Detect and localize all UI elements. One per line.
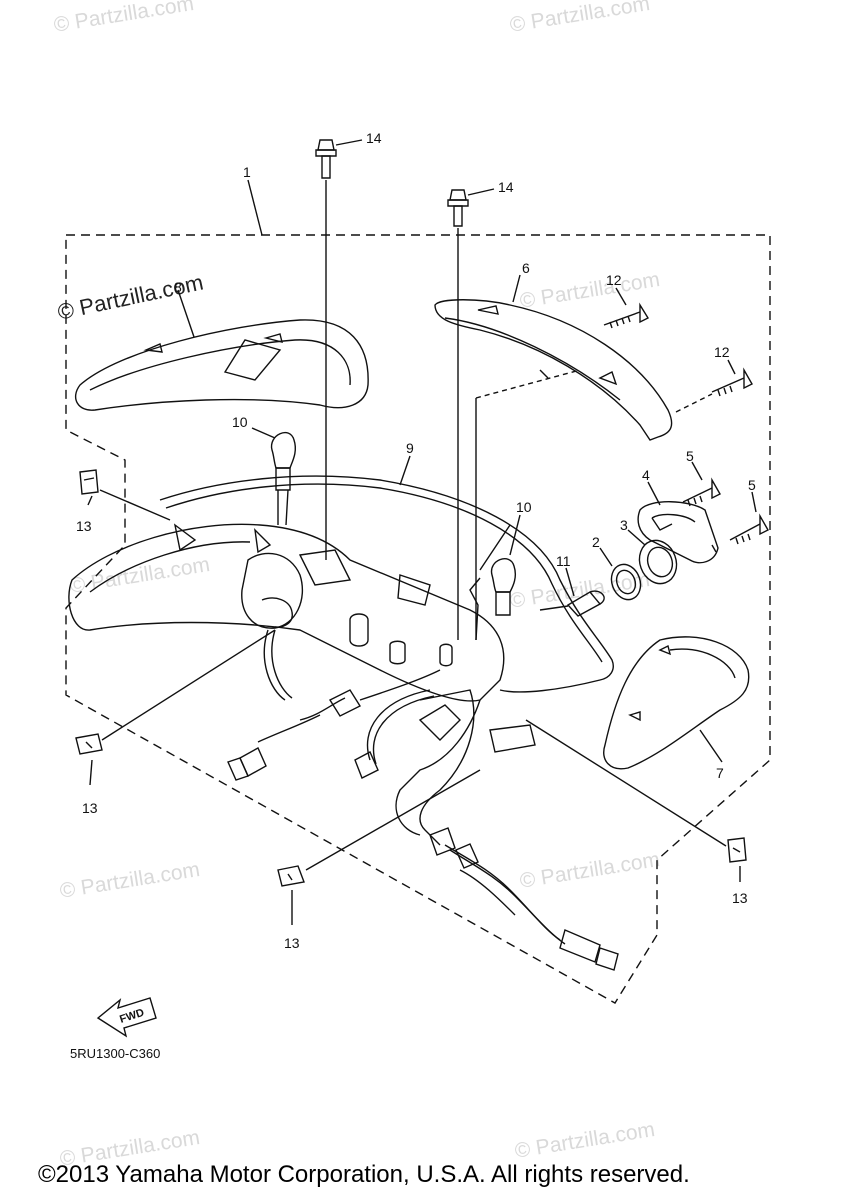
bolt-14-right xyxy=(447,188,495,640)
callout-13-bottom: 13 xyxy=(284,935,300,951)
part-6-lens xyxy=(434,274,673,441)
clip-13-bottom xyxy=(277,769,481,925)
callout-12-lower: 12 xyxy=(714,344,730,360)
wire-harness xyxy=(227,629,619,971)
screw-12-upper xyxy=(603,287,649,329)
clip-13-right xyxy=(525,719,747,882)
bolt-14-left xyxy=(315,139,363,560)
bulb-10-left xyxy=(251,427,297,526)
housing xyxy=(68,523,505,702)
screw-12-lower xyxy=(675,359,753,413)
callout-13-upper-left: 13 xyxy=(76,518,92,534)
diagram-code: 5RU1300-C360 xyxy=(70,1046,161,1061)
clip-13-left xyxy=(75,629,276,786)
copyright-notice: ©2013 Yamaha Motor Corporation, U.S.A. A… xyxy=(38,1161,690,1188)
callout-7: 7 xyxy=(716,765,724,781)
callout-9: 9 xyxy=(406,440,414,456)
part-2-o-ring xyxy=(599,547,642,601)
fwd-arrow xyxy=(96,997,157,1038)
part-9-gasket xyxy=(159,455,614,693)
callout-5-lower: 5 xyxy=(748,477,756,493)
callout-6: 6 xyxy=(522,260,530,276)
callout-13-right: 13 xyxy=(732,890,748,906)
callout-11: 11 xyxy=(556,553,571,569)
bulb-10-right xyxy=(469,514,521,641)
part-4-holder xyxy=(637,481,719,564)
callout-10-left: 10 xyxy=(232,414,248,430)
callout-10-right: 10 xyxy=(516,499,532,515)
leader-1 xyxy=(247,179,263,236)
callout-14-left: 14 xyxy=(366,130,382,146)
callout-13-left: 13 xyxy=(82,800,98,816)
part-3-grommet xyxy=(627,529,678,585)
callout-2: 2 xyxy=(592,534,600,550)
callout-3: 3 xyxy=(620,517,628,533)
callout-5-upper: 5 xyxy=(686,448,694,464)
callout-8: 8 xyxy=(174,279,182,295)
callout-14-right: 14 xyxy=(498,179,514,195)
clip-13-upper-left xyxy=(79,469,171,521)
part-7-lens xyxy=(603,636,750,770)
part-8-lens xyxy=(75,289,369,411)
callout-1: 1 xyxy=(243,164,251,180)
callout-4: 4 xyxy=(642,467,650,483)
callout-12-upper: 12 xyxy=(606,272,622,288)
bulb-11 xyxy=(539,567,605,617)
screw-5-upper xyxy=(682,461,721,507)
assembly-boundary xyxy=(65,234,771,1004)
screw-5-lower xyxy=(729,491,769,545)
